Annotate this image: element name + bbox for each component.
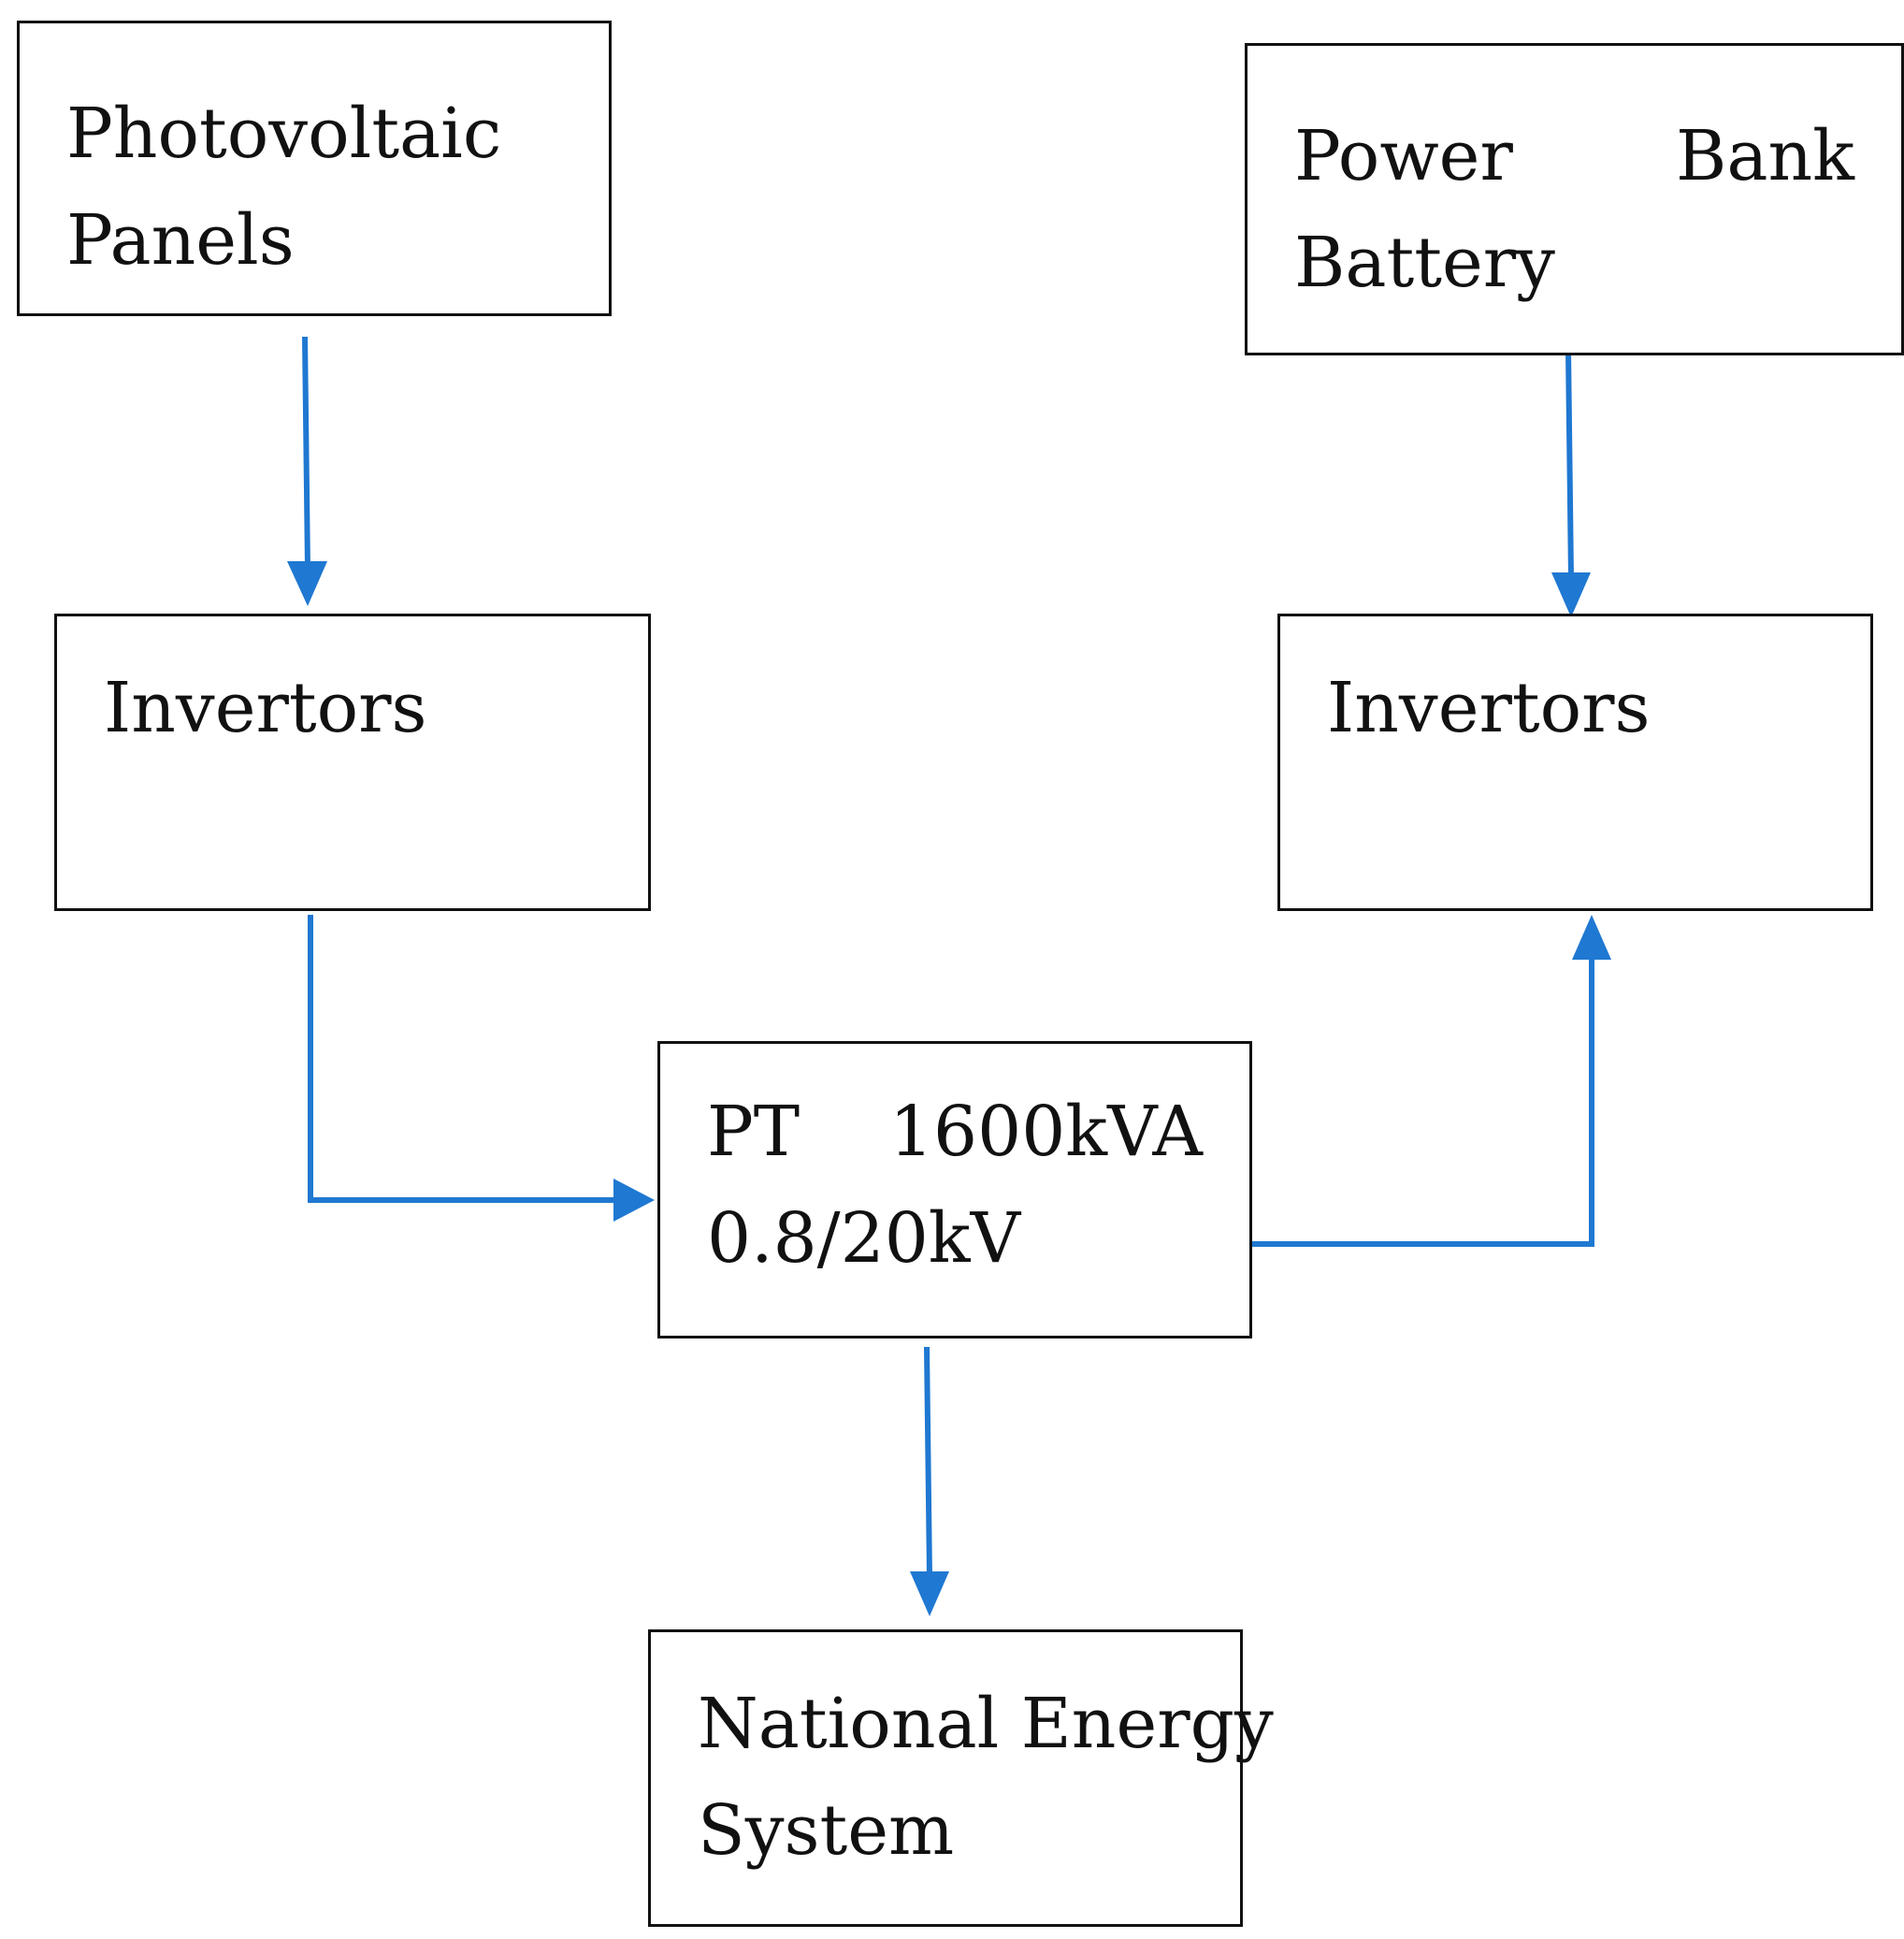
power-bank-battery-line2: Battery [1294, 223, 1555, 303]
transformer-voltage: 0.8/20kV [707, 1198, 1021, 1279]
arrowhead-transformer-to-invertors [1572, 915, 1611, 960]
arrow-transformer-to-grid [924, 1346, 932, 1578]
invertors-left-label: Invertors [104, 668, 427, 748]
arrow-invertors-to-transformer [308, 915, 617, 1203]
transformer-type: PT [707, 1092, 801, 1172]
arrowhead-invertors-to-transformer [613, 1179, 655, 1222]
invertors-right-label: Invertors [1327, 668, 1651, 748]
photovoltaic-panels-line1: Photovoltaic [66, 94, 502, 174]
power-bank-battery-box: Power Bank Battery [1245, 43, 1904, 355]
power-bank-battery-line1: Power Bank [1294, 102, 1854, 210]
arrowhead-battery-to-invertors [1551, 572, 1591, 617]
transformer-rating: 1600kVA [888, 1092, 1203, 1172]
invertors-left-box: Invertors [54, 614, 651, 911]
arrowhead-pv-to-invertors [287, 561, 327, 606]
transformer-line1: PT 1600kVA [707, 1078, 1203, 1186]
photovoltaic-panels-box: Photovoltaic Panels [17, 21, 612, 316]
arrow-battery-to-invertors [1565, 349, 1574, 579]
national-energy-system-line2: System [698, 1790, 955, 1871]
arrowhead-transformer-to-grid [910, 1571, 949, 1616]
national-energy-system-line1: National Energy [698, 1684, 1274, 1764]
arrow-pv-to-invertors [302, 336, 310, 570]
power-bank-battery-word-power: Power [1294, 116, 1513, 196]
power-bank-battery-word-bank: Bank [1676, 116, 1854, 196]
transformer-box: PT 1600kVA 0.8/20kV [657, 1041, 1252, 1338]
photovoltaic-panels-line2: Panels [66, 200, 295, 281]
invertors-right-box: Invertors [1277, 614, 1873, 911]
national-energy-system-box: National Energy System [648, 1629, 1274, 1927]
arrow-transformer-to-invertors [1249, 956, 1594, 1247]
